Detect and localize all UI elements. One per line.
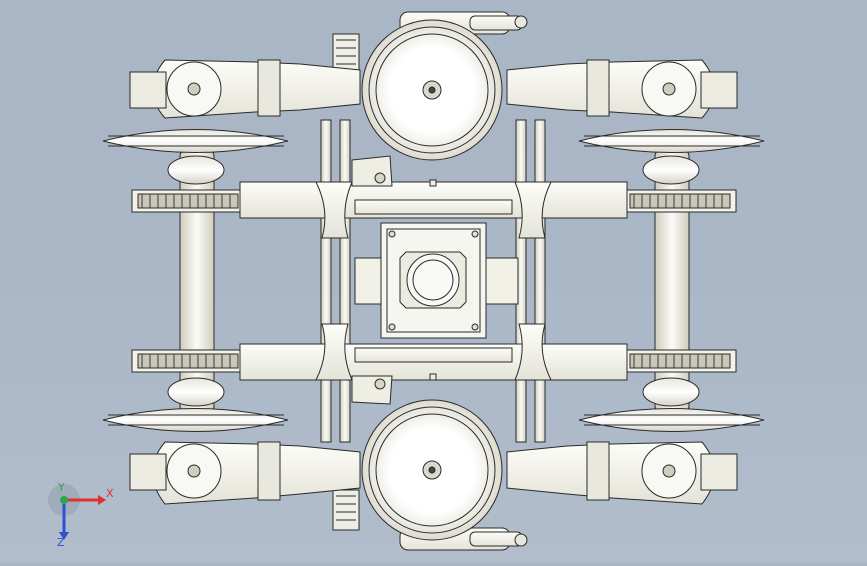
motor-top <box>361 11 528 161</box>
pivot-bore <box>406 253 460 307</box>
wheel-top-right <box>578 129 765 185</box>
axle-left <box>179 149 215 413</box>
brake-disc-top-left <box>131 189 245 213</box>
axlebox-arms-top <box>129 59 738 119</box>
rail-left-outer <box>320 119 332 443</box>
wheel-bottom-left <box>102 377 289 432</box>
center-tie-top <box>354 199 513 215</box>
rail-right-outer <box>534 119 546 443</box>
x-arrowhead-icon <box>98 495 106 505</box>
z-arrowhead-icon <box>59 532 69 540</box>
wheel-top-left <box>102 129 289 185</box>
bracket-top <box>351 155 393 187</box>
z-axis-label: Z <box>57 536 65 548</box>
damper-bottom-right <box>700 453 738 491</box>
pin-top <box>429 179 437 187</box>
damper-top-left <box>129 71 167 109</box>
center-pivot <box>354 222 519 339</box>
side-rails <box>320 119 546 443</box>
wheels <box>102 129 765 432</box>
brake-discs <box>131 189 737 373</box>
axlebox-arms-bottom <box>129 441 738 505</box>
x-axis-label: X <box>106 487 114 500</box>
traction-motors <box>361 11 528 551</box>
rail-left-inner <box>339 119 351 443</box>
motor-bottom <box>361 399 528 551</box>
cross-beams <box>239 181 628 381</box>
ladder-bracket-bottom <box>332 489 360 531</box>
center-tie-bottom <box>354 347 513 363</box>
brake-disc-top-right <box>623 189 737 213</box>
damper-bottom-left <box>129 453 167 491</box>
wheel-bottom-right <box>578 377 765 432</box>
brake-disc-bottom-right <box>623 349 737 373</box>
bracket-bottom <box>351 375 393 405</box>
y-axis-dot-icon <box>60 496 68 504</box>
damper-top-right <box>700 71 738 109</box>
pin-bottom <box>429 373 437 381</box>
y-axis-label: Y <box>57 481 65 494</box>
brake-disc-bottom-left <box>131 349 245 373</box>
coordinate-triad: X Y Z <box>44 478 114 549</box>
axle-right <box>654 149 690 413</box>
